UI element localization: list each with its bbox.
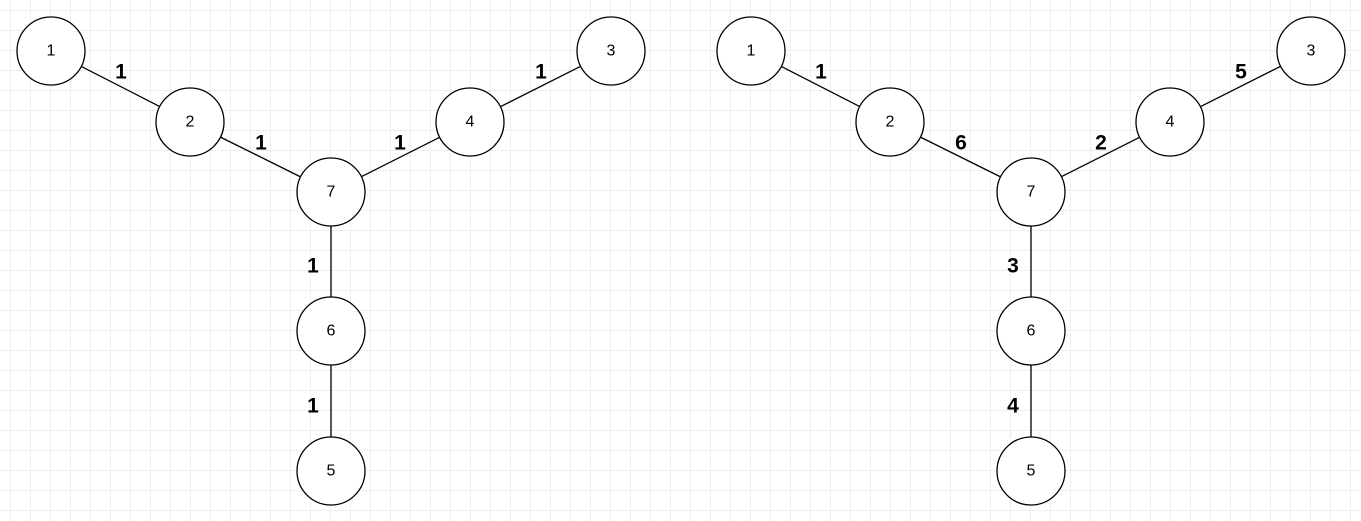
node-circle [996,436,1066,506]
node-left-tree-6: 6 [296,296,366,366]
edge-left-tree-3-4 [500,65,581,108]
node-label: 6 [1027,323,1036,340]
node-right-tree-1: 1 [716,16,786,86]
edge-left-tree-1-2 [80,65,161,108]
node-circle [155,87,225,157]
node-circle [435,87,505,157]
edge-right-tree-2-7 [920,136,1001,178]
node-label: 5 [327,463,336,480]
edge-weight-label: 3 [1007,255,1019,278]
node-circle [716,16,786,86]
node-circle [296,157,366,227]
node-right-tree-7: 7 [996,157,1066,227]
node-left-tree-5: 5 [296,436,366,506]
node-right-tree-2: 2 [855,87,925,157]
node-label: 2 [886,114,895,131]
edge-weight-label: 1 [255,132,267,155]
edge-weight-label: 4 [1007,395,1019,418]
node-label: 4 [1166,114,1175,131]
edge-weight-label: 6 [955,132,967,155]
node-right-tree-4: 4 [1135,87,1205,157]
node-circle [576,16,646,86]
edge-right-tree-1-2 [780,65,861,108]
node-circle [296,296,366,366]
node-label: 3 [1307,43,1316,60]
edge-left-tree-2-7 [220,136,301,178]
node-circle [996,296,1066,366]
node-circle [16,16,86,86]
edge-left-tree-4-7 [361,136,440,178]
edge-weight-label: 1 [815,61,827,84]
node-circle [996,157,1066,227]
node-right-tree-3: 3 [1276,16,1346,86]
edge-weight-label: 5 [1235,61,1247,84]
node-label: 3 [607,43,616,60]
node-right-tree-5: 5 [996,436,1066,506]
node-circle [1276,16,1346,86]
node-label: 5 [1027,463,1036,480]
node-right-tree-6: 6 [996,296,1066,366]
edge-weight-label: 2 [1095,132,1107,155]
node-left-tree-4: 4 [435,87,505,157]
node-label: 7 [327,184,336,201]
node-left-tree-7: 7 [296,157,366,227]
node-label: 4 [466,114,475,131]
node-label: 1 [47,43,56,60]
node-circle [1135,87,1205,157]
edge-weight-label: 1 [307,395,319,418]
edge-weight-label: 1 [307,255,319,278]
node-label: 6 [327,323,336,340]
node-left-tree-3: 3 [576,16,646,86]
edges [80,65,1281,437]
nodes: 1 2 3 4 5 6 7 1 2 3 4 5 6 7 [16,16,1346,506]
edge-right-tree-4-7 [1061,136,1140,178]
node-label: 2 [186,114,195,131]
node-left-tree-1: 1 [16,16,86,86]
edge-weights: 1 1 1 1 1 1 1 6 2 5 3 4 [115,61,1247,418]
node-circle [855,87,925,157]
node-label: 7 [1027,184,1036,201]
edge-right-tree-3-4 [1200,65,1281,108]
edge-weight-label: 1 [115,61,127,84]
edge-weight-label: 1 [535,61,547,84]
edge-weight-label: 1 [394,132,406,155]
node-label: 1 [747,43,756,60]
node-left-tree-2: 2 [155,87,225,157]
node-circle [296,436,366,506]
